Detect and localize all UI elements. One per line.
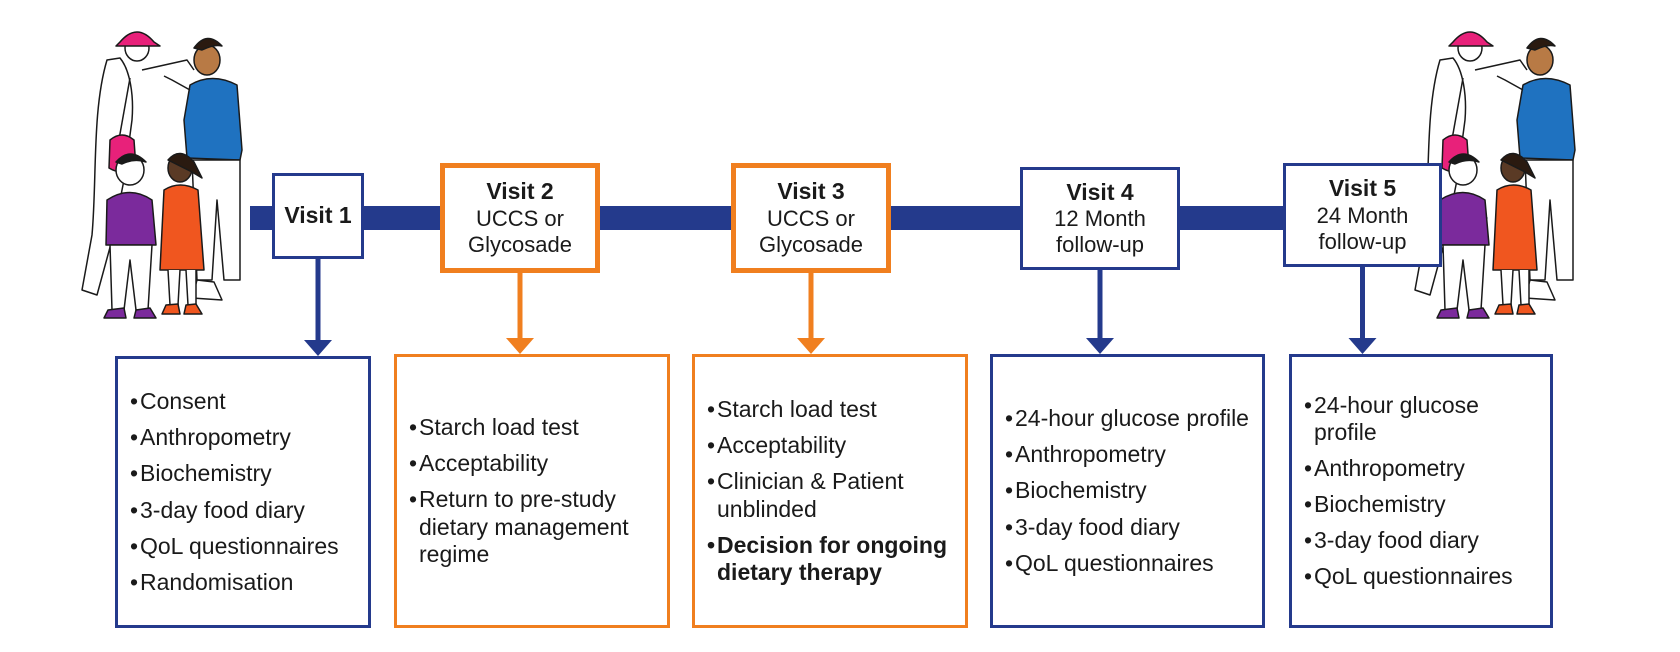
visit-connector-arrowhead — [1086, 338, 1114, 354]
visit-subtitle-line: 12 Month — [1054, 206, 1146, 232]
detail-item: Biochemistry — [1005, 477, 1252, 504]
visit-connector-arrowhead — [304, 340, 332, 356]
detail-item: QoL questionnaires — [130, 533, 358, 560]
detail-item: Acceptability — [409, 450, 657, 477]
detail-item: 3-day food diary — [1304, 527, 1540, 554]
detail-item: QoL questionnaires — [1304, 563, 1540, 590]
detail-item: 3-day food diary — [1005, 514, 1252, 541]
visit-subtitle-line: Glycosade — [468, 231, 572, 257]
detail-list: Starch load testAcceptabilityReturn to p… — [409, 414, 657, 568]
detail-item: 3-day food diary — [130, 497, 358, 524]
detail-item: Consent — [130, 388, 358, 415]
visit-3-details: Starch load testAcceptabilityClinician &… — [692, 354, 968, 628]
visit-subtitle-line: UCCS or — [766, 205, 855, 231]
visit-subtitle-line: follow-up — [1055, 232, 1145, 258]
detail-item: Starch load test — [409, 414, 657, 441]
visit-connector-arrowhead — [797, 338, 825, 354]
visit-2-details: Starch load testAcceptabilityReturn to p… — [394, 354, 670, 628]
visit-5-details: 24-hour glucose profileAnthropometryBioc… — [1289, 354, 1553, 628]
detail-item: 24-hour glucose profile — [1304, 392, 1540, 446]
detail-item: Clinician & Patient unblinded — [707, 468, 955, 522]
visit-1-box: Visit 1 — [272, 173, 364, 259]
visit-subtitle-line: Glycosade — [759, 231, 863, 257]
detail-list: ConsentAnthropometryBiochemistry 3-day fo… — [130, 388, 358, 596]
visit-title: Visit 5 — [1328, 175, 1397, 202]
detail-item: Starch load test — [707, 396, 955, 423]
detail-item: Return to pre-study dietary management r… — [409, 486, 657, 567]
visit-4-details: 24-hour glucose profileAnthropometryBioc… — [990, 354, 1265, 628]
detail-item: QoL questionnaires — [1005, 550, 1252, 577]
visit-title: Visit 3 — [777, 178, 845, 205]
visit-connector-arrowhead — [506, 338, 534, 354]
detail-item: Anthropometry — [130, 424, 358, 451]
detail-list: 24-hour glucose profileAnthropometryBioc… — [1304, 392, 1540, 591]
detail-item: Anthropometry — [1005, 441, 1252, 468]
visit-subtitle-line: UCCS or — [475, 205, 564, 231]
detail-item: Randomisation — [130, 569, 358, 596]
detail-item: Decision for ongoing dietary therapy — [707, 532, 955, 586]
visit-title: Visit 2 — [486, 178, 554, 205]
visit-1-details: ConsentAnthropometryBiochemistry 3-day fo… — [115, 356, 371, 628]
family-illustration-left — [81, 31, 243, 319]
detail-item: Anthropometry — [1304, 455, 1540, 482]
visit-connector-arrowhead — [1348, 338, 1377, 354]
detail-item: Biochemistry — [130, 460, 358, 487]
detail-item: 24-hour glucose profile — [1005, 405, 1252, 432]
visit-title: Visit 4 — [1066, 178, 1134, 205]
detail-item: Acceptability — [707, 432, 955, 459]
visit-subtitle-line: 24 Month — [1316, 202, 1409, 228]
detail-list: Starch load testAcceptabilityClinician &… — [707, 396, 955, 586]
detail-item: Biochemistry — [1304, 491, 1540, 518]
detail-list: 24-hour glucose profileAnthropometryBioc… — [1005, 405, 1252, 577]
visit-subtitle-line: follow-up — [1318, 228, 1407, 254]
visit-title: Visit 1 — [284, 202, 352, 229]
